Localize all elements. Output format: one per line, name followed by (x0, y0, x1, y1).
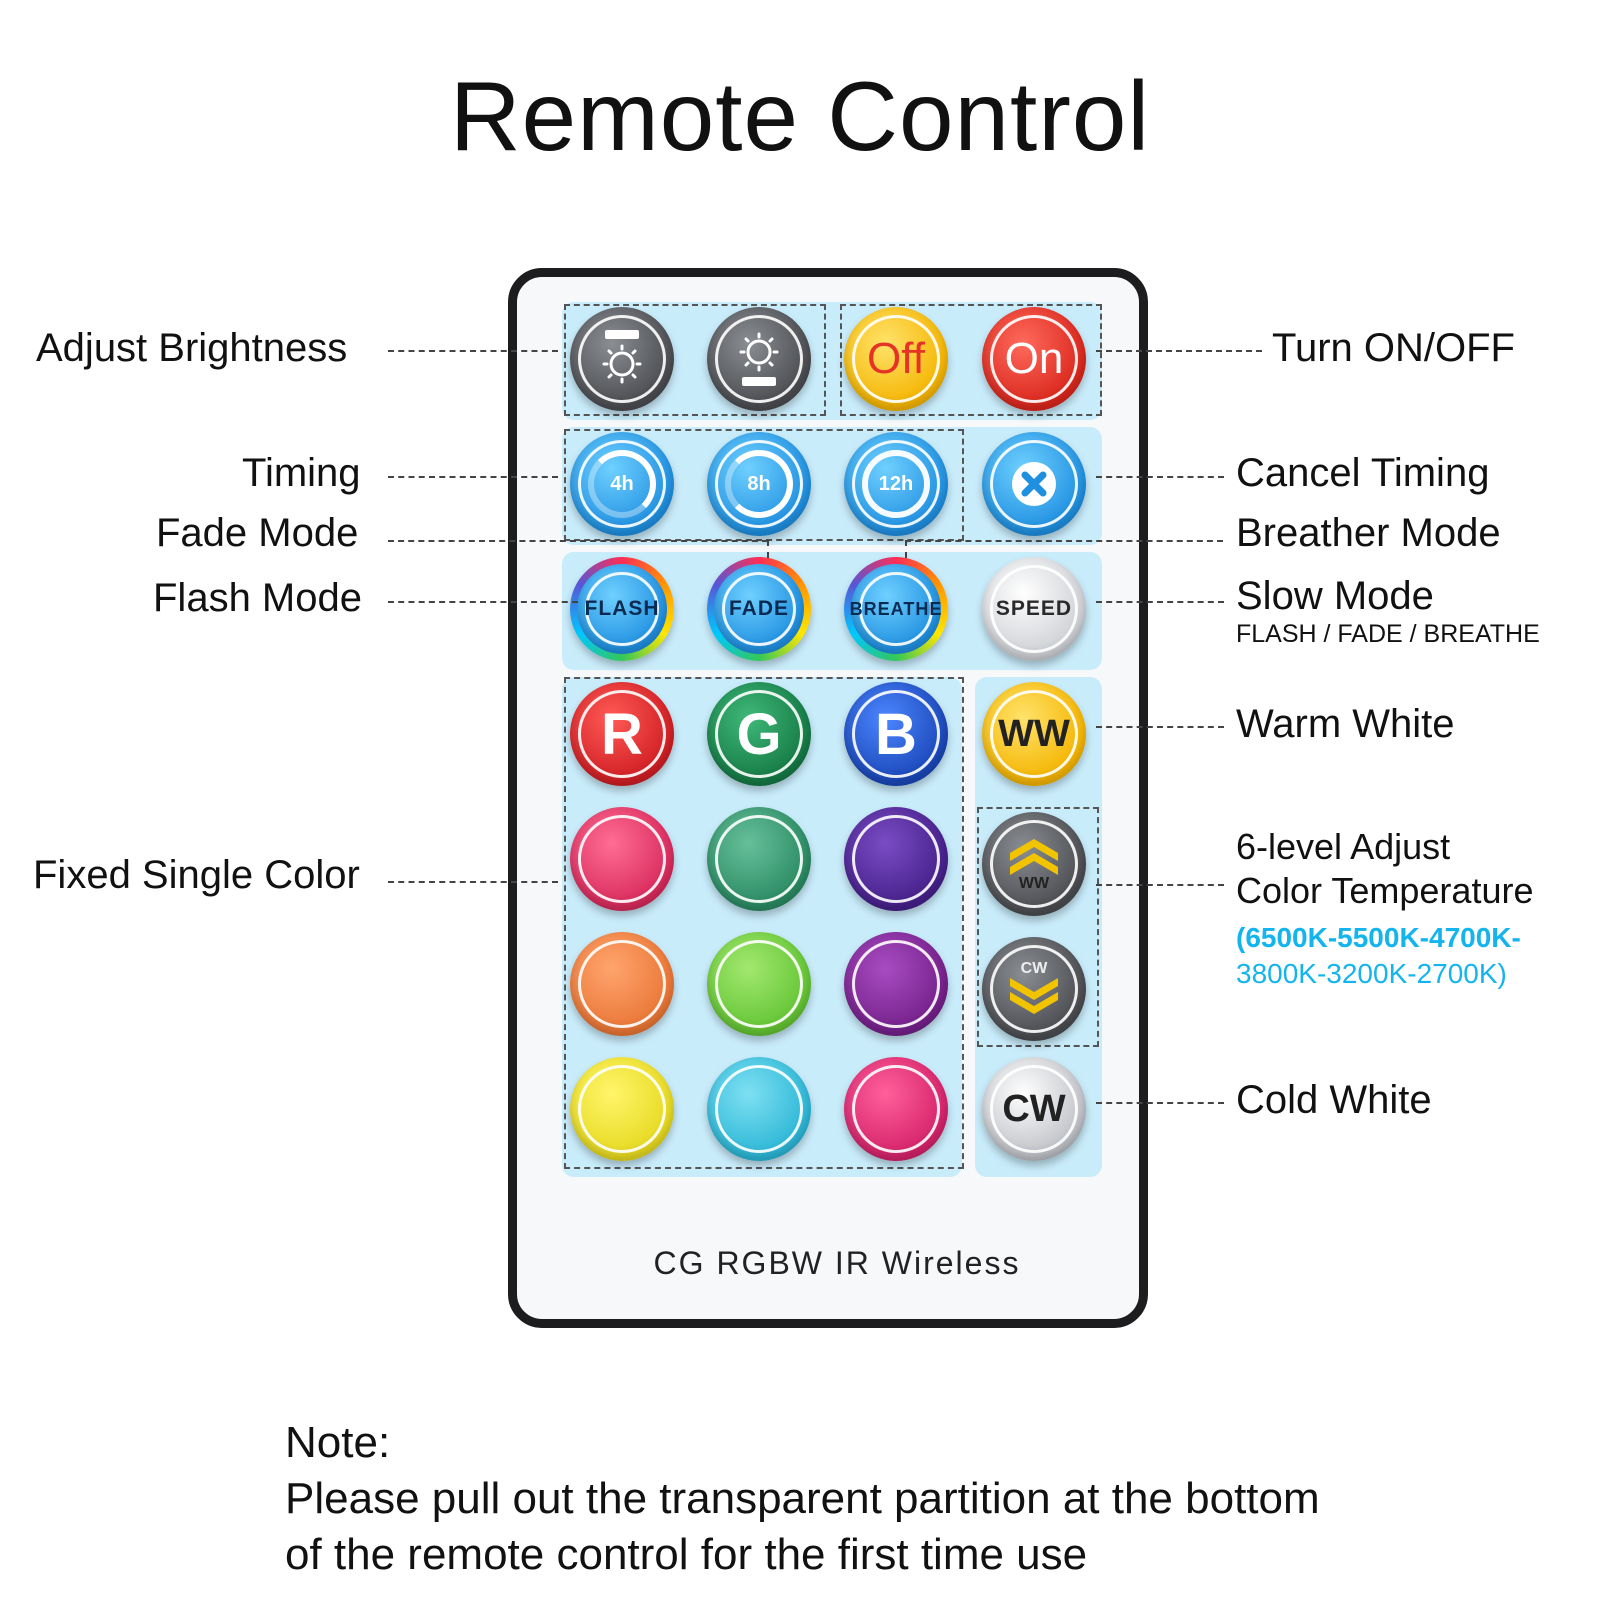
temp-cooler-button[interactable]: CW (982, 937, 1086, 1041)
speed-label: SPEED (995, 597, 1073, 620)
leader-line (1096, 601, 1224, 603)
timer-ring-icon (588, 450, 656, 518)
color-button-indigo[interactable] (844, 807, 948, 911)
timer-4h-button[interactable]: 4h (570, 432, 674, 536)
note-line-2: of the remote control for the first time… (285, 1530, 1088, 1579)
timer-8h-label: 8h (747, 472, 771, 495)
speed-button[interactable]: SPEED (982, 557, 1086, 661)
brightness-down-icon (602, 330, 642, 384)
leader-line (905, 540, 907, 558)
group-brightness (564, 304, 826, 416)
label-cold-white: Cold White (1236, 1078, 1432, 1122)
red-button[interactable]: R (570, 682, 674, 786)
label-color-temp-values1: (6500K-5500K-4700K- (1236, 922, 1521, 953)
leader-line (388, 540, 768, 542)
label-timing: Timing (242, 451, 361, 495)
fade-button[interactable]: FADE (707, 557, 811, 661)
color-button-magenta[interactable] (844, 1057, 948, 1161)
label-slow-mode: Slow Mode (1236, 574, 1434, 618)
label-fade-mode: Fade Mode (156, 511, 359, 555)
warm-white-button[interactable]: WW (982, 682, 1086, 786)
color-button-teal[interactable] (707, 807, 811, 911)
leader-line (1096, 884, 1224, 886)
label-color-temp-values2: 3800K-3200K-2700K) (1236, 958, 1507, 989)
leader-line (388, 350, 558, 352)
page-title: Remote Control (449, 61, 1151, 171)
timer-4h-label: 4h (610, 472, 634, 495)
leader-line (388, 601, 578, 603)
leader-line (388, 476, 558, 478)
note-heading: Note: (285, 1418, 391, 1467)
color-button-cyan[interactable] (707, 1057, 811, 1161)
label-cancel-timing: Cancel Timing (1236, 451, 1490, 495)
timer-12h-label: 12h (878, 472, 914, 495)
label-color-temp-line1: 6-level Adjust (1236, 826, 1451, 867)
group-colors (564, 677, 964, 1169)
leader-line (1096, 350, 1262, 352)
note-line-1: Please pull out the transparent partitio… (285, 1474, 1320, 1523)
note-block: Note: Please pull out the transparent pa… (285, 1415, 1320, 1583)
label-adjust-brightness: Adjust Brightness (36, 326, 348, 370)
breathe-label: BREATHE (849, 598, 943, 619)
leader-line (388, 881, 558, 883)
temp-warmer-button[interactable]: WW (982, 812, 1086, 916)
blue-button[interactable]: B (844, 682, 948, 786)
close-icon (1012, 462, 1056, 506)
blue-label: B (875, 701, 917, 767)
on-button[interactable]: On (982, 307, 1086, 411)
leader-line (1096, 726, 1224, 728)
leader-line (1096, 1102, 1224, 1104)
red-label: R (601, 701, 643, 767)
color-button-lime[interactable] (707, 932, 811, 1036)
leader-line (767, 540, 769, 558)
temp-cw-label: CW (1020, 960, 1048, 977)
flash-label: FLASH (584, 597, 660, 620)
timer-8h-button[interactable]: 8h (707, 432, 811, 536)
group-temperature (977, 807, 1099, 1047)
off-button[interactable]: Off (844, 307, 948, 411)
label-fixed-single-color: Fixed Single Color (33, 853, 360, 897)
chevron-down-icon (1010, 978, 1058, 1014)
on-label: On (1004, 334, 1064, 383)
color-button-yellow[interactable] (570, 1057, 674, 1161)
brightness-up-icon (739, 332, 779, 386)
group-onoff (840, 304, 1102, 416)
brightness-down-button[interactable] (570, 307, 674, 411)
color-button-orange[interactable] (570, 932, 674, 1036)
timer-ring-icon (725, 450, 793, 518)
label-color-temp-line2: Color Temperature (1236, 870, 1534, 911)
leader-line (1096, 476, 1224, 478)
chevron-up-icon (1010, 839, 1058, 875)
label-breather-mode: Breather Mode (1236, 511, 1501, 555)
cold-white-button[interactable]: CW (982, 1057, 1086, 1161)
cancel-timing-button[interactable] (982, 432, 1086, 536)
timer-12h-button[interactable]: 12h (844, 432, 948, 536)
timer-ring-icon (862, 450, 930, 518)
label-warm-white: Warm White (1236, 702, 1455, 746)
color-button-pink[interactable] (570, 807, 674, 911)
green-button[interactable]: G (707, 682, 811, 786)
fade-label: FADE (728, 597, 789, 620)
cold-white-label: CW (1002, 1087, 1066, 1130)
brightness-up-button[interactable] (707, 307, 811, 411)
flash-button[interactable]: FLASH (570, 557, 674, 661)
remote-control: Off On 4h 8h 12h FLASH FADE BREATHE SPEE… (508, 268, 1148, 1328)
green-label: G (736, 701, 782, 767)
label-flash-mode: Flash Mode (153, 576, 362, 620)
temp-ww-label: WW (1018, 875, 1050, 892)
leader-line (905, 540, 1223, 542)
warm-white-label: WW (998, 712, 1070, 755)
label-turn-on-off: Turn ON/OFF (1272, 326, 1515, 370)
label-slow-mode-sub: FLASH / FADE / BREATHE (1236, 620, 1540, 648)
remote-model-text: CG RGBW IR Wireless (653, 1245, 1021, 1281)
color-button-purple[interactable] (844, 932, 948, 1036)
off-label: Off (867, 334, 925, 383)
breathe-button[interactable]: BREATHE (844, 557, 948, 661)
